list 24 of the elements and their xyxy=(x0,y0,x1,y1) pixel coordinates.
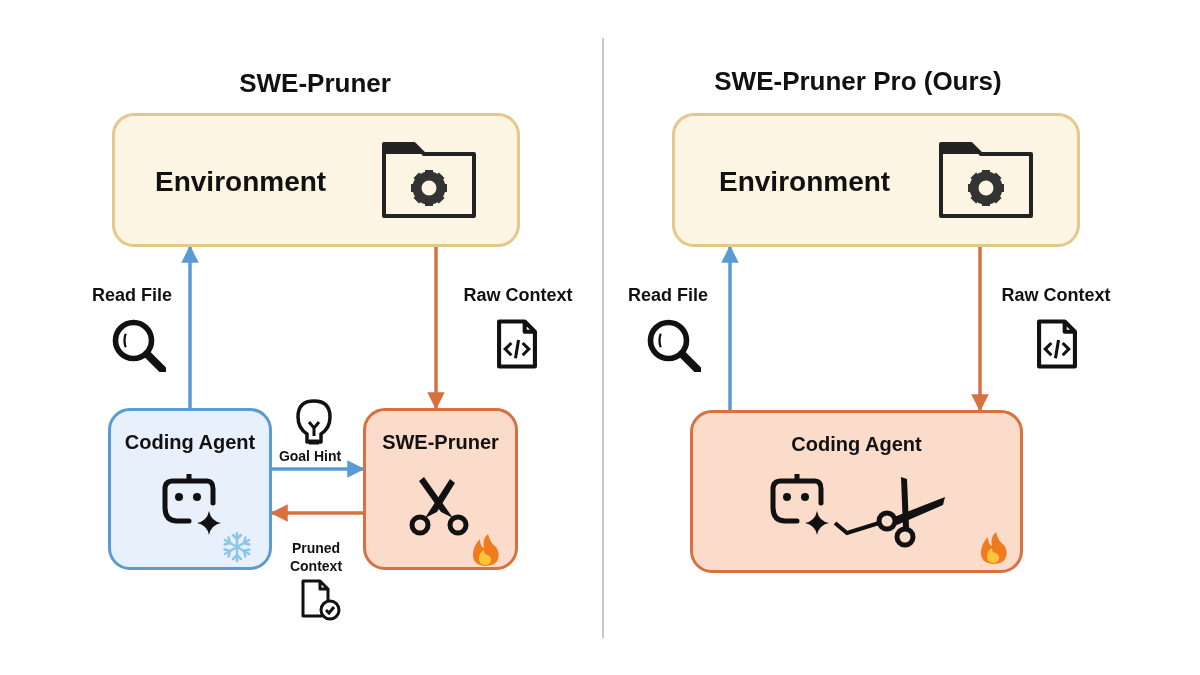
box-title: Coding Agent xyxy=(123,431,257,454)
arrow xyxy=(427,247,445,410)
box-title: Environment xyxy=(155,166,327,198)
arrow xyxy=(971,247,989,412)
edge-label: Read File xyxy=(91,284,173,307)
rounded-box xyxy=(363,408,518,570)
edge-label: Raw Context xyxy=(1000,284,1112,307)
panel-title: SWE-Pruner xyxy=(239,68,391,99)
edge-label: Raw Context xyxy=(462,284,574,307)
box-title: Environment xyxy=(719,166,891,198)
arrow xyxy=(181,245,199,408)
box-title: Coding Agent xyxy=(790,433,923,456)
arrow xyxy=(721,245,739,410)
rounded-box xyxy=(690,410,1023,573)
edge-label: Pruned Context xyxy=(288,540,344,575)
rounded-box xyxy=(672,113,1080,247)
edge-label: Goal Hint xyxy=(277,448,343,466)
arrow xyxy=(272,460,365,478)
rounded-box xyxy=(112,113,520,247)
arrow xyxy=(270,504,363,522)
rounded-box xyxy=(108,408,272,570)
box-title: SWE-Pruner xyxy=(381,431,500,454)
edge-label: Read File xyxy=(627,284,709,307)
panel-title: SWE-Pruner Pro (Ours) xyxy=(714,66,1002,97)
